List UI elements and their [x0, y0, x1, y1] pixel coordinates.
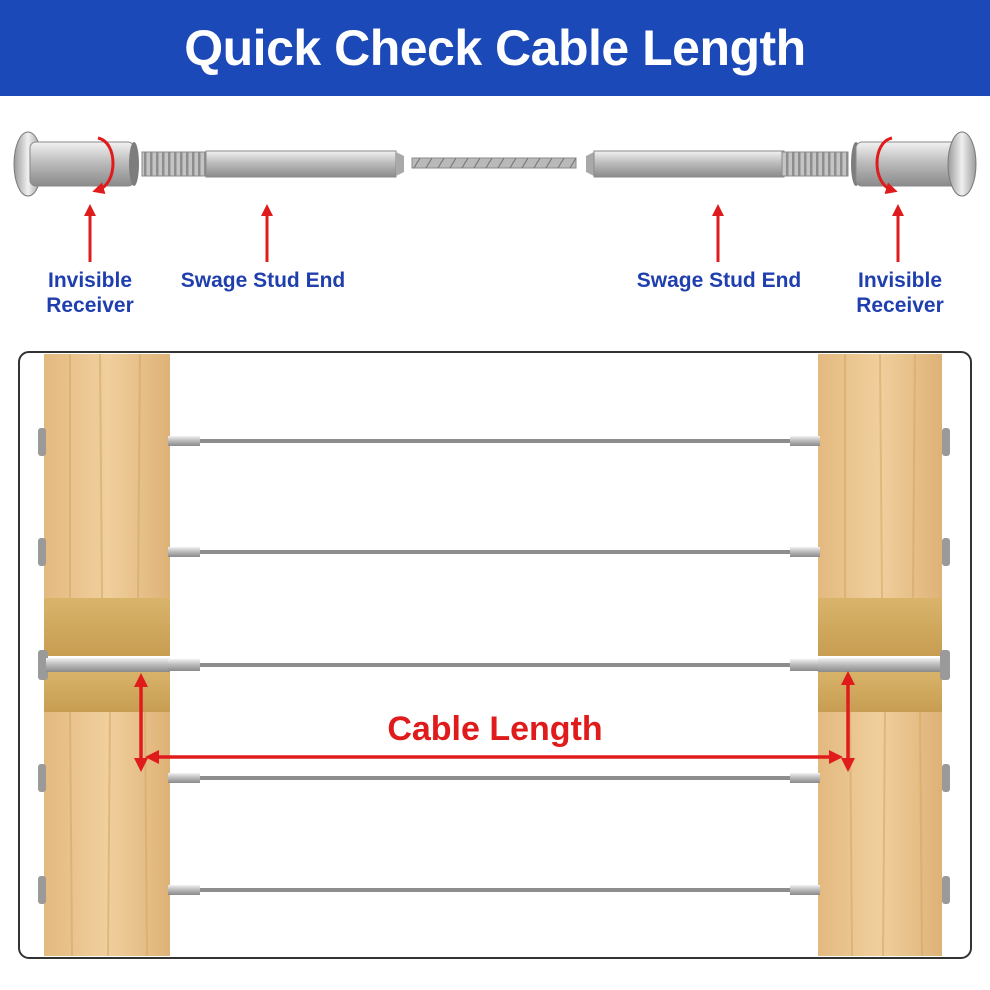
cable-row-2: [38, 538, 950, 566]
right-swage-stud: [586, 150, 849, 178]
cable-row-1: [38, 428, 950, 456]
right-stud-label: Swage Stud End: [636, 269, 802, 292]
left-post: [44, 353, 170, 957]
rotate-arrow-icon: [875, 136, 898, 195]
right-post: [818, 353, 942, 957]
rotate-arrow-icon: [92, 136, 115, 195]
left-stud-label: Swage Stud End: [180, 269, 346, 292]
page-title: Quick Check Cable Length: [184, 20, 806, 76]
cable-row-4: [38, 764, 950, 792]
left-invisible-receiver: [13, 131, 139, 197]
right-receiver-label: Invisible Receiver: [856, 269, 944, 317]
cable-length-label: Cable Length: [387, 710, 603, 748]
title-banner: Quick Check Cable Length: [0, 0, 990, 96]
left-swage-stud: [141, 150, 404, 178]
left-receiver-label: Invisible Receiver: [46, 269, 134, 317]
cable-row-5: [38, 876, 950, 904]
cable-piece: [411, 157, 577, 169]
railing-frame: [18, 351, 972, 959]
right-invisible-receiver: [851, 131, 977, 197]
cable-row-3-cutaway: [38, 650, 950, 680]
